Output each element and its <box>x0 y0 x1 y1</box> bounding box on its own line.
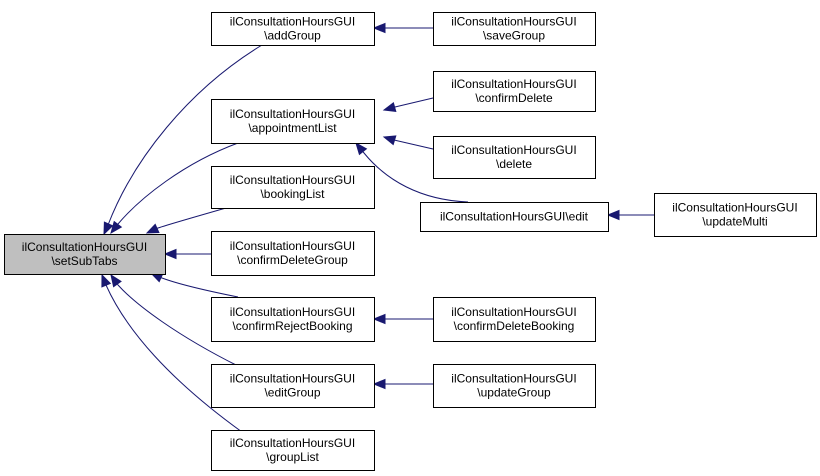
edge-editGroup-to-setSubTabs <box>110 273 239 367</box>
node-box <box>433 297 596 342</box>
edge-bookingList-to-setSubTabs <box>145 207 227 234</box>
node-addGroup[interactable]: ilConsultationHoursGUI\addGroup <box>211 12 375 46</box>
edge-line <box>105 284 243 433</box>
node-confirmRejectBooking[interactable]: ilConsultationHoursGUI\confirmRejectBook… <box>211 297 375 342</box>
node-box <box>211 364 375 408</box>
node-label-line2: \editGroup <box>264 386 320 400</box>
nodes-layer: ilConsultationHoursGUI\setSubTabsilConsu… <box>4 12 817 471</box>
arrowhead <box>355 141 368 156</box>
edge-confirmDeleteGroup-to-setSubTabs <box>163 248 211 260</box>
node-label-line2: \updateMulti <box>702 215 767 229</box>
node-label-line1: ilConsultationHoursGUI <box>22 240 147 254</box>
node-label-line2: \confirmDelete <box>475 91 553 105</box>
node-updateMulti[interactable]: ilConsultationHoursGUI\updateMulti <box>654 193 817 237</box>
node-confirmDelete[interactable]: ilConsultationHoursGUI\confirmDelete <box>433 71 596 112</box>
node-box <box>211 12 375 46</box>
edge-line <box>160 277 239 298</box>
node-box <box>211 297 375 342</box>
node-label-line2: \confirmRejectBooking <box>232 319 352 333</box>
node-label-line2: \groupList <box>266 450 319 464</box>
edge-addGroup-to-setSubTabs <box>103 44 263 236</box>
node-label-line1: ilConsultationHoursGUI <box>451 143 576 157</box>
node-label-line1: ilConsultationHoursGUI <box>230 107 355 121</box>
node-label-line1: ilConsultationHoursGUI <box>230 173 355 187</box>
arrowhead <box>103 221 114 236</box>
node-edit[interactable]: ilConsultationHoursGUI\edit <box>420 202 609 232</box>
edge-delete-to-appointmentList <box>382 135 434 150</box>
node-saveGroup[interactable]: ilConsultationHoursGUI\saveGroup <box>433 12 596 46</box>
node-label-line1: ilConsultationHoursGUI <box>451 372 576 386</box>
arrowhead <box>145 223 160 234</box>
edge-confirmDeleteBooking-to-confirmRejectBooking <box>372 313 433 325</box>
node-appointmentList[interactable]: ilConsultationHoursGUI\appointmentList <box>211 99 375 144</box>
node-box <box>433 71 596 112</box>
node-confirmDeleteBooking[interactable]: ilConsultationHoursGUI\confirmDeleteBook… <box>433 297 596 342</box>
edge-saveGroup-to-addGroup <box>372 22 433 34</box>
node-box <box>211 99 375 144</box>
arrowhead <box>101 273 112 288</box>
node-box <box>4 234 166 275</box>
node-label-line2: \confirmDeleteGroup <box>237 253 348 267</box>
edge-confirmDelete-to-appointmentList <box>382 97 434 112</box>
node-label-line2: \delete <box>496 157 532 171</box>
arrowhead <box>372 313 386 325</box>
node-label-line1: ilConsultationHoursGUI <box>451 15 576 29</box>
node-label-line1: ilConsultationHoursGUI <box>230 239 355 253</box>
node-label-line2: \updateGroup <box>477 386 551 400</box>
node-label-line2: \bookingList <box>260 187 325 201</box>
arrowhead <box>372 378 386 390</box>
node-label-line2: \appointmentList <box>248 121 337 135</box>
node-label-line1: ilConsultationHoursGUI <box>230 305 355 319</box>
node-setSubTabs[interactable]: ilConsultationHoursGUI\setSubTabs <box>4 234 166 275</box>
node-box <box>433 364 596 408</box>
node-groupList[interactable]: ilConsultationHoursGUI\groupList <box>211 430 375 471</box>
edge-line <box>107 44 263 226</box>
edge-edit-to-appointmentList <box>355 141 469 203</box>
edge-line <box>362 151 469 203</box>
node-label-line2: \addGroup <box>264 29 321 43</box>
node-label-line1: ilConsultationHoursGUI <box>451 305 576 319</box>
edge-updateGroup-to-editGroup <box>372 378 433 390</box>
edges-layer <box>101 22 654 433</box>
node-box <box>420 202 609 232</box>
edge-groupList-to-setSubTabs <box>101 273 243 433</box>
edge-updateMulti-to-edit <box>606 209 654 221</box>
arrowhead <box>382 135 397 146</box>
node-label-line1: ilConsultationHoursGUI <box>230 436 355 450</box>
edge-line <box>116 283 239 367</box>
edge-line <box>117 142 239 225</box>
edge-appointmentList-to-setSubTabs <box>110 142 239 235</box>
edge-line <box>393 139 434 150</box>
node-label-line2: \saveGroup <box>483 29 545 43</box>
node-editGroup[interactable]: ilConsultationHoursGUI\editGroup <box>211 364 375 408</box>
node-box <box>211 166 375 209</box>
node-label-line1: ilConsultationHoursGUI\edit <box>440 210 589 224</box>
arrowhead <box>382 101 397 112</box>
node-confirmDeleteGroup[interactable]: ilConsultationHoursGUI\confirmDeleteGrou… <box>211 231 375 276</box>
arrowhead <box>372 22 386 34</box>
edge-confirmRejectBooking-to-setSubTabs <box>149 272 239 298</box>
node-bookingList[interactable]: ilConsultationHoursGUI\bookingList <box>211 166 375 209</box>
arrowhead <box>110 273 122 288</box>
node-label-line1: ilConsultationHoursGUI <box>230 372 355 386</box>
node-label-line1: ilConsultationHoursGUI <box>451 77 576 91</box>
edge-line <box>156 207 227 229</box>
node-delete[interactable]: ilConsultationHoursGUI\delete <box>433 136 596 179</box>
node-label-line2: \setSubTabs <box>51 254 117 268</box>
node-box <box>654 193 817 237</box>
node-box <box>211 231 375 276</box>
node-box <box>211 430 375 471</box>
node-label-line1: ilConsultationHoursGUI <box>672 201 797 215</box>
arrowhead <box>606 209 620 221</box>
edge-line <box>394 97 434 108</box>
node-updateGroup[interactable]: ilConsultationHoursGUI\updateGroup <box>433 364 596 408</box>
node-box <box>433 136 596 179</box>
node-label-line1: ilConsultationHoursGUI <box>230 15 355 29</box>
node-label-line2: \confirmDeleteBooking <box>454 319 575 333</box>
arrowhead <box>163 248 177 260</box>
arrowhead <box>110 220 123 235</box>
node-box <box>433 12 596 46</box>
